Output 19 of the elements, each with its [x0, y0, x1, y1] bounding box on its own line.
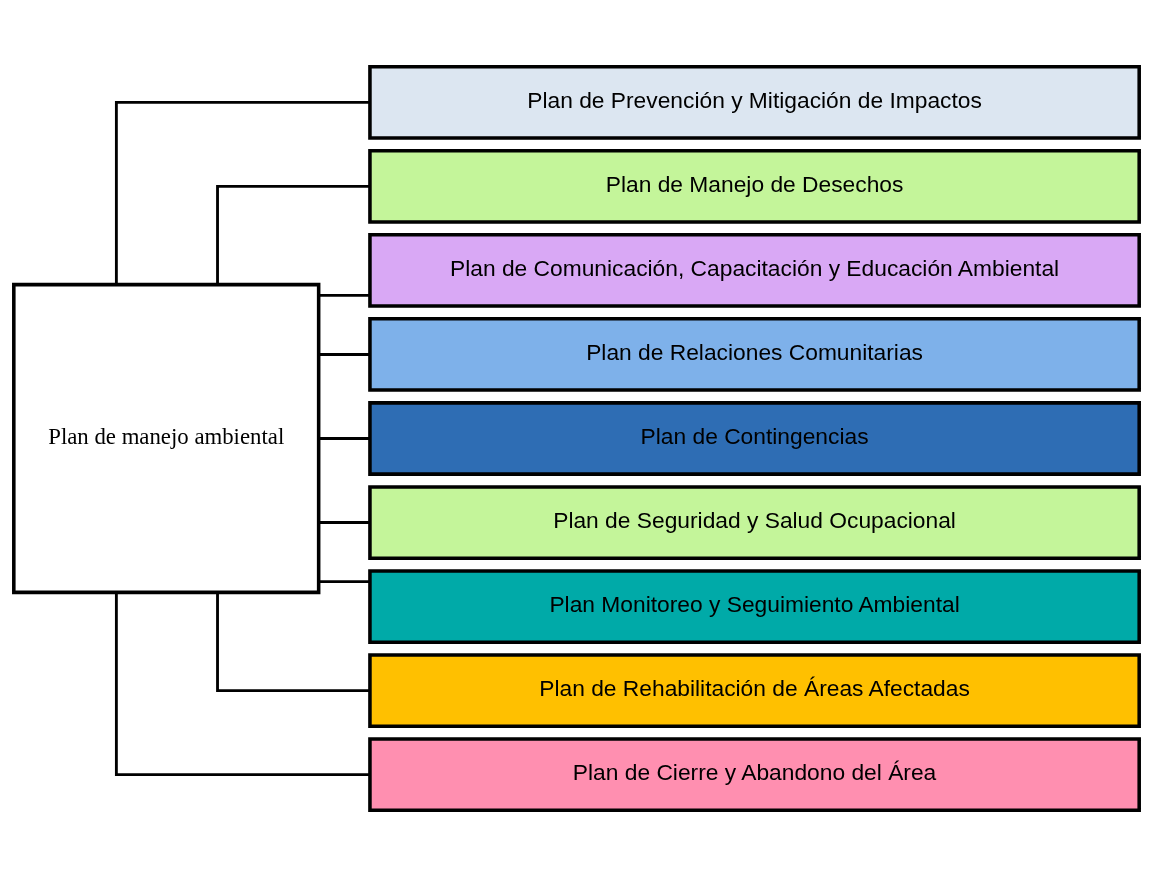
connector [114, 592, 370, 776]
node-box: Plan de Relaciones Comunitarias [368, 316, 1141, 392]
connector [114, 100, 370, 284]
node-box: Plan de manejo ambiental [12, 282, 321, 594]
node-box: Plan de Rehabilitación de Áreas Afectadas [368, 652, 1141, 728]
node-box: Plan de Comunicación, Capacitación y Educación Ambiental [368, 232, 1141, 308]
connector [216, 591, 370, 692]
node-box: Plan de Prevención y Mitigación de Impactos [368, 64, 1141, 140]
connector [318, 436, 370, 440]
node-box: Plan de Seguridad y Salud Ocupacional [368, 484, 1141, 560]
connector [318, 293, 370, 297]
connector [318, 352, 370, 356]
node-box: Plan de Cierre y Abandono del Área [368, 736, 1141, 812]
connector [318, 579, 370, 583]
node-box: Plan Monitoreo y Seguimiento Ambiental [368, 568, 1141, 644]
node-box: Plan de Contingencias [368, 400, 1141, 476]
connector [318, 520, 370, 524]
node-box: Plan de Manejo de Desechos [368, 148, 1141, 224]
connector [216, 184, 370, 285]
